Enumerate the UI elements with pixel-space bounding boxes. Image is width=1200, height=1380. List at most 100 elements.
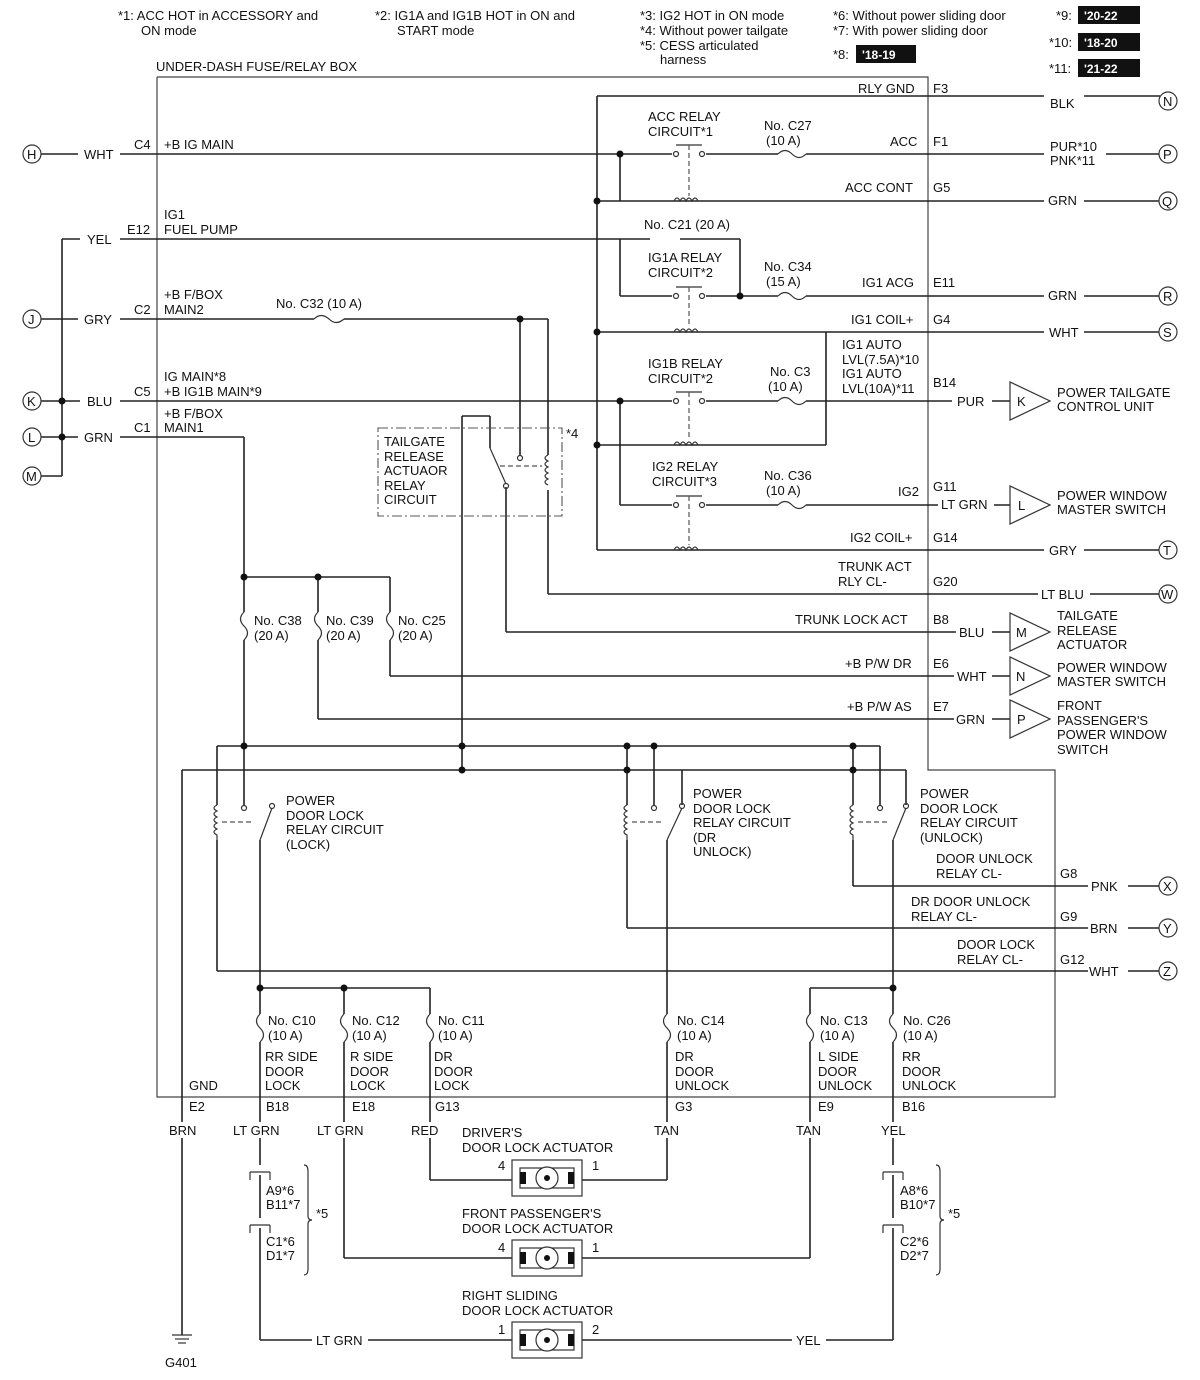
connector-p-right xyxy=(1158,144,1178,164)
lock-relay-label-2: DOOR LOCK xyxy=(286,808,364,823)
pin-a8: A8*6 xyxy=(900,1183,928,1198)
dr-lock-2: DOOR xyxy=(434,1064,473,1079)
pass-pin-4: 4 xyxy=(498,1240,505,1255)
sig-rly-gnd: RLY GND xyxy=(858,81,915,96)
unlock-relay-label-4: (UNLOCK) xyxy=(920,830,983,845)
arrow-l xyxy=(1009,485,1052,525)
pin-g5: G5 xyxy=(933,180,950,195)
note-5-right: *5 xyxy=(948,1206,960,1221)
dr-unlock-2: DOOR xyxy=(675,1064,714,1079)
sig-door-unlock-1: DOOR UNLOCK xyxy=(936,851,1033,866)
arrow-n xyxy=(1009,656,1052,696)
pin-e2: E2 xyxy=(189,1099,205,1114)
wire-yel: YEL xyxy=(881,1123,906,1138)
sig-c5b: +B IG1B MAIN*9 xyxy=(164,384,262,399)
connector-t xyxy=(1158,540,1178,560)
sliding-actuator: RIGHT SLIDING DOOR LOCK ACTUATOR 1 2 xyxy=(462,1288,613,1359)
dr-lock-3: LOCK xyxy=(434,1078,470,1093)
ig2-relay-label-2: CIRCUIT*3 xyxy=(652,474,717,489)
cess-connector-left-icon xyxy=(249,1165,271,1233)
note-11: *11: xyxy=(1049,61,1071,76)
wire-brn: BRN xyxy=(169,1123,196,1138)
pin-c1: C1 xyxy=(134,420,151,435)
sig-ig1-acg: IG1 ACG xyxy=(862,275,914,290)
note-6: *6: Without power sliding door xyxy=(833,8,1006,23)
arrow-p xyxy=(1009,699,1052,739)
connector-q xyxy=(1158,191,1178,211)
pin-c4: C4 xyxy=(134,137,151,152)
connector-r xyxy=(1158,286,1178,306)
connector-s-label: S xyxy=(1163,325,1172,340)
acc-relay-symbol xyxy=(672,144,706,203)
rr-unlock-2: DOOR xyxy=(902,1064,941,1079)
fuse-c38-rating: (20 A) xyxy=(254,628,289,643)
pin-b18: B18 xyxy=(266,1099,289,1114)
pw-master-4: MASTER SWITCH xyxy=(1057,674,1166,689)
tailgate-actuator-2: RELEASE xyxy=(1057,623,1117,638)
wire-pur: PUR*10 xyxy=(1050,139,1097,154)
pin-e18: E18 xyxy=(352,1099,375,1114)
fuse-c36-label: No. C36 xyxy=(764,468,812,483)
pin-e11: E11 xyxy=(933,275,955,290)
lside-unlock-1: L SIDE xyxy=(818,1049,859,1064)
pin-c2-cess: C2*6 xyxy=(900,1234,929,1249)
fuse-c11-rating: (10 A) xyxy=(438,1028,473,1043)
pin-e7: E7 xyxy=(933,699,949,714)
badge-10-text: '18-20 xyxy=(1084,36,1118,50)
fuse-c38-label: No. C38 xyxy=(254,613,302,628)
connector-k xyxy=(22,391,42,411)
pin-e6: E6 xyxy=(933,656,949,671)
ground-symbol-icon xyxy=(172,1334,192,1344)
connector-h xyxy=(22,144,42,164)
pin-d1: D1*7 xyxy=(266,1248,295,1263)
fuse-c25-label: No. C25 xyxy=(398,613,446,628)
note-9: *9: xyxy=(1056,8,1072,23)
connector-h-label: H xyxy=(27,147,36,162)
unlock-relay-label-3: RELAY CIRCUIT xyxy=(920,815,1018,830)
driver-actuator-label-1: DRIVER'S xyxy=(462,1125,523,1140)
connector-y xyxy=(1158,918,1178,938)
sig-c2b: MAIN2 xyxy=(164,302,204,317)
front-pass-1: FRONT xyxy=(1057,698,1102,713)
lside-unlock-2: DOOR xyxy=(818,1064,857,1079)
note-7: *7: With power sliding door xyxy=(833,23,988,38)
sig-ig1-auto-1: IG1 AUTO xyxy=(842,337,902,352)
wire-color-yel: YEL xyxy=(87,232,112,247)
driver-pin-1: 1 xyxy=(592,1158,599,1173)
lock-relay-label-1: POWER xyxy=(286,793,335,808)
rr-unlock-3: UNLOCK xyxy=(902,1078,957,1093)
rr-unlock-1: RR xyxy=(902,1049,921,1064)
dr-unlock-3: UNLOCK xyxy=(675,1078,730,1093)
connector-t-label: T xyxy=(1163,543,1171,558)
arrow-m-label: M xyxy=(1016,625,1027,640)
pin-c2: C2 xyxy=(134,302,151,317)
badge-11-text: '21-22 xyxy=(1084,62,1118,76)
wire-wht-s: WHT xyxy=(1049,325,1079,340)
fuse-c34-label: No. C34 xyxy=(764,259,812,274)
ig1a-relay-label-2: CIRCUIT*2 xyxy=(648,265,713,280)
ig1b-relay-label: IG1B RELAY xyxy=(648,356,723,371)
tg-label-3: ACTUAOR xyxy=(384,463,448,478)
fuse-c36-rating: (10 A) xyxy=(766,483,801,498)
ig1b-relay-label-2: CIRCUIT*2 xyxy=(648,371,713,386)
pin-b14: B14 xyxy=(933,375,956,390)
pin-g3: G3 xyxy=(675,1099,692,1114)
tailgate-control-1: POWER TAILGATE xyxy=(1057,385,1171,400)
drunlock-relay-label-2: DOOR LOCK xyxy=(693,801,771,816)
rrside-lock-2: DOOR xyxy=(265,1064,304,1079)
pin-b16: B16 xyxy=(902,1099,925,1114)
wire-color-gry: GRY xyxy=(84,312,112,327)
sig-c1a: +B F/BOX xyxy=(164,406,223,421)
wire-wht-z: WHT xyxy=(1089,964,1119,979)
wire-wht-n: WHT xyxy=(957,669,987,684)
wire-blk: BLK xyxy=(1050,96,1075,111)
tailgate-control-2: CONTROL UNIT xyxy=(1057,399,1154,414)
pw-master-2: MASTER SWITCH xyxy=(1057,502,1166,517)
fuse-c13-rating: (10 A) xyxy=(820,1028,855,1043)
fuse-c3-rating: (10 A) xyxy=(768,379,803,394)
badge-8 xyxy=(856,45,916,63)
fuse-c3-label: No. C3 xyxy=(770,364,810,379)
arrow-n-label: N xyxy=(1016,669,1025,684)
connector-l xyxy=(22,427,42,447)
fuse-c14-label: No. C14 xyxy=(677,1013,725,1028)
